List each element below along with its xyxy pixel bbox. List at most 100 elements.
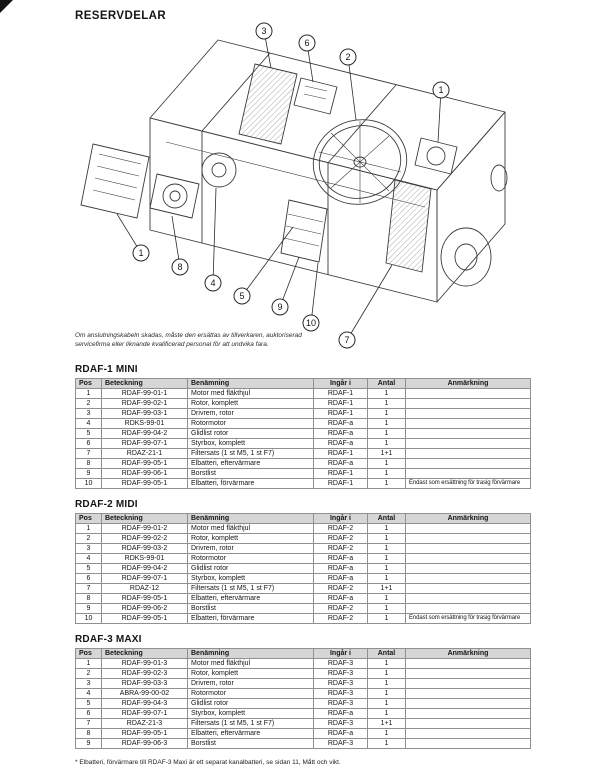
table-cell: Elbatteri, förvärmare [187,478,314,489]
table-cell: Filtersats (1 st M5, 1 st F7) [187,583,314,594]
table-cell: RDAF-99-07-1 [101,573,188,584]
table-cell: 4 [75,553,102,564]
callout-circle [233,287,251,305]
table-cell: 1 [367,478,406,489]
table-cell: 4 [75,418,102,429]
table-cell [405,583,531,594]
table-cell: 1 [75,523,102,534]
table-cell [405,448,531,459]
table-cell: 7 [75,448,102,459]
table-cell: 8 [75,458,102,469]
table-cell: 9 [75,738,102,749]
table-cell: 9 [75,603,102,614]
table-cell: 10 [75,613,102,624]
table-cell: Glidlist rotor [187,428,314,439]
exhaust-fan-motor [414,137,458,175]
table-cell: Elbatteri, förvärmare [187,613,314,624]
table-cell: 1+1 [367,583,406,594]
callout-number: 5 [239,291,244,301]
table-cell: 1 [367,728,406,739]
table-cell: 8 [75,593,102,604]
column-header: Ingår i [313,378,368,389]
table-cell: 4 [75,688,102,699]
table-cell: RDAF-a [313,418,368,429]
table-cell [405,698,531,709]
table-cell: 1 [367,438,406,449]
column-header: Anmärkning [405,648,531,659]
table-cell: 6 [75,438,102,449]
table-title: RDAF-2 MIDI [75,499,138,510]
table-cell: RDAF-1 [313,468,368,479]
column-header: Antal [367,648,406,659]
page-title: RESERVDELAR [75,10,167,22]
table-cell: Borstlist [187,738,314,749]
table-cell: RDAZ-21-3 [101,718,188,729]
callout-number: 8 [177,262,182,272]
table-cell: 1 [367,698,406,709]
unit-casing [149,39,506,303]
table-cell: RDAF-2 [313,603,368,614]
table-cell: 7 [75,583,102,594]
table-cell: 6 [75,573,102,584]
heater-battery [280,199,328,263]
table-cell: Styrbox, komplett [187,573,314,584]
table-cell [405,668,531,679]
callout-number: 2 [345,52,350,62]
callout-number: 7 [344,335,349,345]
table-cell: RDAF-3 [313,668,368,679]
table-cell: 1+1 [367,718,406,729]
table-cell [405,658,531,669]
table-cell: RDAF-99-06-1 [101,468,188,479]
table-cell: 7 [75,718,102,729]
table-cell: RDAF-99-07-1 [101,708,188,719]
filter-panel-right [385,179,432,273]
table-cell: 6 [75,708,102,719]
table-cell: RDAF-3 [313,698,368,709]
column-header: Ingår i [313,648,368,659]
callout-leader-line [310,262,319,324]
table-cell: Elbatteri, eftervärmare [187,458,314,469]
table-cell: RDAF-1 [313,398,368,409]
table-cell: 5 [75,698,102,709]
table-cell: RDAZ-12 [101,583,188,594]
table-cell: RDAF-1 [313,448,368,459]
table-cell [405,678,531,689]
table-cell: 1+1 [367,448,406,459]
table-cell: Borstlist [187,603,314,614]
table-cell [405,468,531,479]
table-cell: RDAF-99-03-2 [101,543,188,554]
table-cell: RDAF-1 [313,408,368,419]
table-cell: 1 [367,688,406,699]
table-cell: Elbatteri, eftervärmare [187,728,314,739]
fan-motor-assembly [149,152,237,219]
table-cell: Glidlist rotor [187,698,314,709]
table-cell: RDKS-99-01 [101,553,188,564]
table-cell: RDAF-a [313,438,368,449]
table-cell: RDAF-99-04-3 [101,698,188,709]
table-cell: 2 [75,668,102,679]
table-cell [405,573,531,584]
safety-note: Om anslutningskabeln skadas, måste den e… [75,332,302,349]
table-cell: 1 [367,388,406,399]
table-cell: Rotormotor [187,553,314,564]
table-cell [405,398,531,409]
table-cell: RDAF-2 [313,543,368,554]
supply-plate [80,143,150,219]
